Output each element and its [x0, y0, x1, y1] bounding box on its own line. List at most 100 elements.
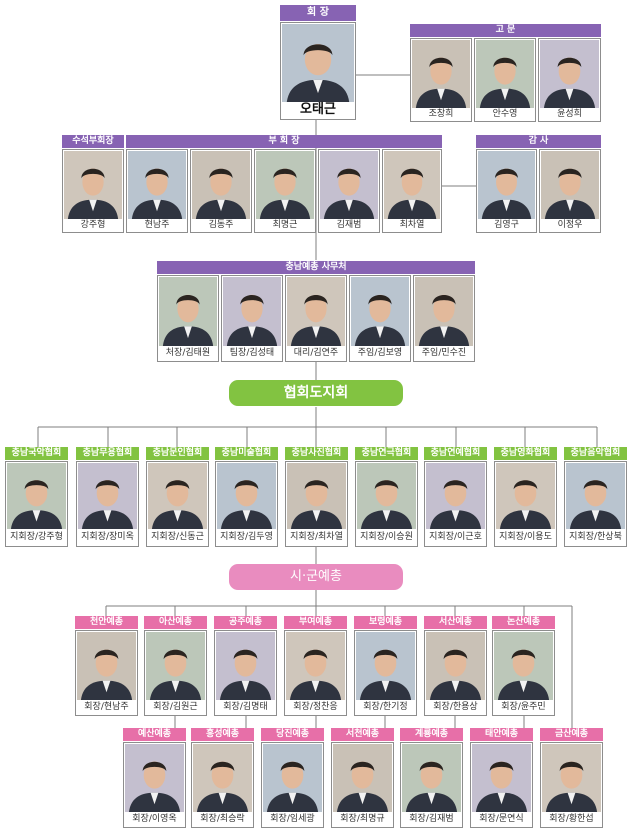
vice-president-name: 최명근 — [272, 220, 298, 230]
president-photo — [282, 24, 354, 102]
city-photo — [333, 744, 392, 812]
portrait-icon — [542, 744, 601, 812]
branch-card: 지회장/이승원 — [355, 461, 418, 547]
city-card: 회장/정찬응 — [284, 630, 347, 716]
portrait-icon — [478, 151, 535, 219]
advisor-card: 안수영 — [474, 38, 536, 122]
city-name: 회장/이영옥 — [132, 814, 177, 824]
branch-header: 충남문인협회 — [146, 447, 209, 460]
city-card: 회장/문연식 — [470, 742, 533, 828]
secretariat-photo — [415, 277, 473, 346]
secretariat-card: 주임/민수진 — [413, 275, 475, 362]
branch-card: 지회장/이근호 — [424, 461, 487, 547]
portrait-icon — [415, 277, 473, 346]
auditors-header: 감 사 — [476, 135, 601, 148]
branch-header: 충남연예협회 — [424, 447, 487, 460]
city-photo — [426, 632, 485, 700]
portrait-icon — [223, 277, 281, 346]
portrait-icon — [287, 277, 345, 346]
branch-card: 지회장/한상북 — [564, 461, 627, 547]
president-card: 오태근 — [280, 22, 356, 120]
portrait-icon — [566, 463, 625, 529]
president-name: 오태근 — [300, 102, 336, 117]
branch-photo — [357, 463, 416, 529]
city-name: 회장/김명태 — [223, 702, 268, 712]
portrait-icon — [148, 463, 207, 529]
branch-header: 충남음악협회 — [564, 447, 627, 460]
city-name: 회장/한용상 — [433, 702, 478, 712]
city-header: 금산예총 — [540, 728, 603, 741]
portrait-icon — [426, 463, 485, 529]
city-card: 회장/최명규 — [331, 742, 394, 828]
vice-president-name: 현남주 — [144, 220, 170, 230]
branch-name: 지회장/한상북 — [569, 532, 622, 542]
branch-header: 충남무용협회 — [76, 447, 139, 460]
city-header: 홍성예총 — [191, 728, 254, 741]
vice-president-photo — [384, 151, 440, 219]
secretariat-photo — [223, 277, 281, 346]
auditor-name: 이정우 — [557, 220, 583, 230]
branch-photo — [566, 463, 625, 529]
city-name: 회장/한기정 — [363, 702, 408, 712]
branch-name: 지회장/이용도 — [499, 532, 552, 542]
portrait-icon — [216, 632, 275, 700]
secretariat-name: 주임/민수진 — [421, 348, 467, 358]
city-header: 아산예총 — [144, 616, 207, 629]
city-header: 예산예총 — [123, 728, 186, 741]
vice-president-photo — [256, 151, 314, 219]
city-photo — [472, 744, 531, 812]
branch-photo — [426, 463, 485, 529]
secretariat-card: 처장/김태원 — [157, 275, 219, 362]
portrait-icon — [541, 151, 599, 219]
vice-president-card: 최명근 — [254, 149, 316, 233]
vice-president-photo — [128, 151, 186, 219]
city-card: 회장/최승락 — [191, 742, 254, 828]
portrait-icon — [402, 744, 461, 812]
city-header: 공주예총 — [214, 616, 277, 629]
vice-president-photo — [320, 151, 378, 219]
city-card: 회장/한용상 — [424, 630, 487, 716]
city-photo — [542, 744, 601, 812]
senior-vp-name: 강주형 — [80, 220, 106, 230]
city-name: 회장/최승락 — [200, 814, 245, 824]
city-name: 회장/김재범 — [409, 814, 454, 824]
city-name: 회장/황한섭 — [549, 814, 594, 824]
city-card: 회장/윤주민 — [492, 630, 555, 716]
secretariat-header: 충남예총 사무처 — [157, 261, 475, 274]
portrait-icon — [217, 463, 276, 529]
branch-photo — [7, 463, 66, 529]
city-photo — [77, 632, 136, 700]
city-name: 회장/문연식 — [479, 814, 524, 824]
branch-card: 지회장/김두영 — [215, 461, 278, 547]
cities-pill: 시·군예총 — [229, 564, 403, 590]
city-header: 서산예총 — [424, 616, 487, 629]
city-photo — [146, 632, 205, 700]
city-card: 회장/이영옥 — [123, 742, 186, 828]
vice-president-card: 김동주 — [190, 149, 252, 233]
city-name: 회장/김원근 — [153, 702, 198, 712]
portrait-icon — [263, 744, 322, 812]
advisor-card: 조창희 — [410, 38, 472, 122]
advisor-card: 윤성희 — [538, 38, 601, 122]
city-photo — [402, 744, 461, 812]
secretariat-card: 주임/김보영 — [349, 275, 411, 362]
portrait-icon — [159, 277, 217, 346]
senior-vp-card: 강주형 — [62, 149, 124, 233]
secretariat-photo — [351, 277, 409, 346]
portrait-icon — [426, 632, 485, 700]
branch-name: 지회장/이근호 — [429, 532, 482, 542]
portrait-icon — [494, 632, 553, 700]
portrait-icon — [472, 744, 531, 812]
portrait-icon — [128, 151, 186, 219]
city-header: 논산예총 — [492, 616, 555, 629]
city-card: 회장/임세광 — [261, 742, 324, 828]
branch-photo — [217, 463, 276, 529]
branch-header: 충남미술협회 — [215, 447, 278, 460]
city-photo — [216, 632, 275, 700]
vice-president-name: 최차열 — [399, 220, 425, 230]
secretariat-name: 대리/김연주 — [293, 348, 339, 358]
auditor-name: 김영구 — [494, 220, 519, 230]
city-photo — [263, 744, 322, 812]
portrait-icon — [476, 40, 534, 108]
secretariat-photo — [287, 277, 345, 346]
